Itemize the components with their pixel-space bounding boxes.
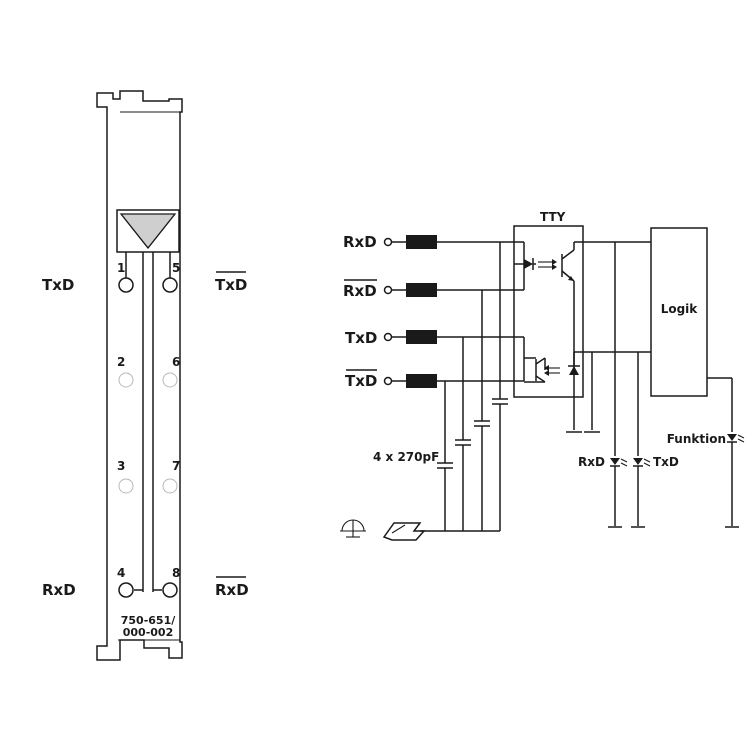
pin-5-terminal[interactable]: [162, 277, 178, 293]
label-rxd-left: RxD: [42, 581, 76, 599]
terminal-module: 1 2 3 4 5 6 7 8 750-651/ 000-002: [96, 90, 183, 661]
module-outline: [96, 90, 183, 661]
terminal-label-txd-inverted: TxD: [345, 372, 377, 390]
capacitor-label: 4 x 270pF: [373, 450, 439, 464]
label-txd-left: TxD: [42, 276, 74, 294]
led-function-label: Funktion: [667, 432, 726, 446]
pin-3-terminal[interactable]: [118, 478, 134, 494]
connector-header: [116, 209, 180, 253]
pin-number-7: 7: [172, 459, 180, 473]
terminal-label-rxd: RxD: [343, 233, 377, 251]
led-txd-circuit: [631, 352, 651, 528]
pin-4-terminal[interactable]: [118, 582, 134, 598]
part-number-line2: 000-002: [123, 626, 174, 639]
led-function-circuit: [707, 377, 745, 528]
led-rxd-label: RxD: [578, 455, 605, 469]
pin-number-2: 2: [117, 355, 125, 369]
tty-block: [513, 225, 584, 398]
internal-bus: [125, 252, 171, 592]
pin-1-terminal[interactable]: [118, 277, 134, 293]
pin-2-terminal[interactable]: [118, 372, 134, 388]
label-rxd-right: RxD: [215, 581, 249, 599]
optocoupler-receive: [514, 242, 575, 430]
pin-number-8: 8: [172, 566, 180, 580]
signal-lines: [437, 241, 525, 382]
capacitors: [420, 242, 508, 532]
label-txd-right: TxD: [215, 276, 247, 294]
pin-6-terminal[interactable]: [162, 372, 178, 388]
pin-number-4: 4: [117, 566, 125, 580]
pin-7-terminal[interactable]: [162, 478, 178, 494]
input-filters: [383, 235, 437, 388]
schematic: RxD RxD TxD TxD: [340, 210, 745, 541]
logic-block: [650, 227, 708, 397]
pin-8-terminal[interactable]: [162, 582, 178, 598]
ground-symbol: [340, 519, 366, 538]
terminal-label-txd: TxD: [345, 329, 377, 347]
din-rail-icon: [382, 522, 426, 541]
part-number-line1: 750-651/: [121, 614, 176, 627]
optocoupler-transmit: [524, 352, 580, 383]
logic-label: Logik: [661, 302, 699, 316]
pin-number-3: 3: [117, 459, 125, 473]
pin-number-5: 5: [172, 261, 180, 275]
led-rxd-circuit: [608, 242, 628, 528]
pin-number-6: 6: [172, 355, 180, 369]
pin-number-1: 1: [117, 261, 125, 275]
led-txd-label: TxD: [653, 455, 679, 469]
tty-label: TTY: [540, 210, 566, 224]
terminal-label-rxd-inverted: RxD: [343, 282, 377, 300]
